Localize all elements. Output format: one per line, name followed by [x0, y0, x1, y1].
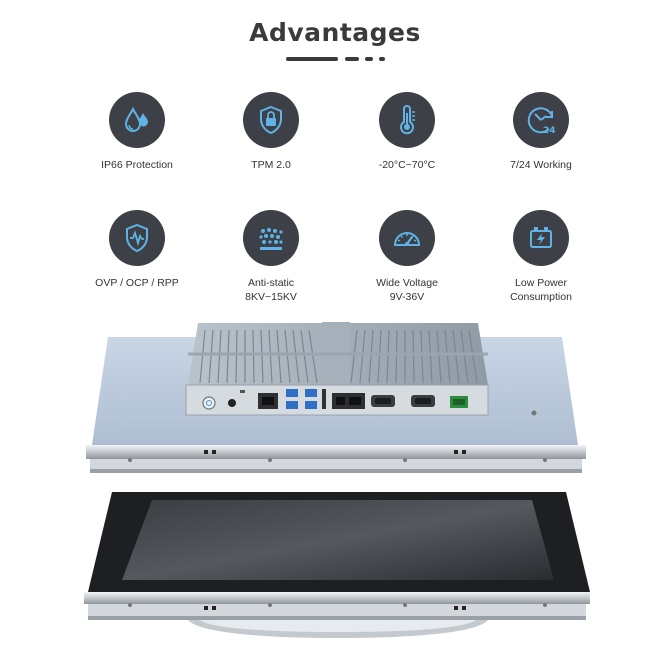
panel-front-view [84, 492, 590, 638]
feature-label: -20°C~70°C [378, 159, 436, 171]
page-title: Advantages [249, 18, 421, 47]
feature-label: Low Power [515, 277, 567, 289]
feature-wide-voltage: Wide Voltage 9V-36V [332, 210, 482, 304]
shield-wave-icon [109, 210, 165, 266]
feature-label: OVP / OCP / RPP [95, 277, 179, 289]
title-underline-dash-2 [365, 57, 373, 61]
battery-icon [513, 210, 569, 266]
feature-anti-static: Anti-static 8KV~15KV [196, 210, 346, 304]
feature-24-7: 24 7/24 Working [466, 92, 616, 172]
water-drop-icon [109, 92, 165, 148]
feature-label: TPM 2.0 [251, 159, 291, 171]
title-underline-dash-1 [345, 57, 359, 61]
feature-label: Anti-static [247, 277, 295, 289]
panel-rear-view [86, 322, 586, 473]
shield-lock-icon [243, 92, 299, 148]
title-underline-dash-3 [379, 57, 385, 61]
feature-label: Consumption [510, 291, 572, 303]
feature-label: IP66 Protection [101, 159, 173, 171]
feature-label: 8KV~15KV [245, 291, 297, 303]
feature-temperature: -20°C~70°C [332, 92, 482, 172]
title-underline-long [286, 57, 338, 61]
gauge-icon [379, 210, 435, 266]
svg-text:24: 24 [543, 126, 556, 136]
thermometer-icon [379, 92, 435, 148]
feature-label: 9V-36V [389, 291, 425, 303]
feature-label: Wide Voltage [376, 277, 438, 289]
feature-label: 7/24 Working [510, 159, 572, 171]
feature-protection: OVP / OCP / RPP [62, 210, 212, 290]
feature-ip66: IP66 Protection [62, 92, 212, 172]
clock-24-icon: 24 [513, 92, 569, 148]
feature-tpm: TPM 2.0 [196, 92, 346, 172]
static-dots-icon [243, 210, 299, 266]
